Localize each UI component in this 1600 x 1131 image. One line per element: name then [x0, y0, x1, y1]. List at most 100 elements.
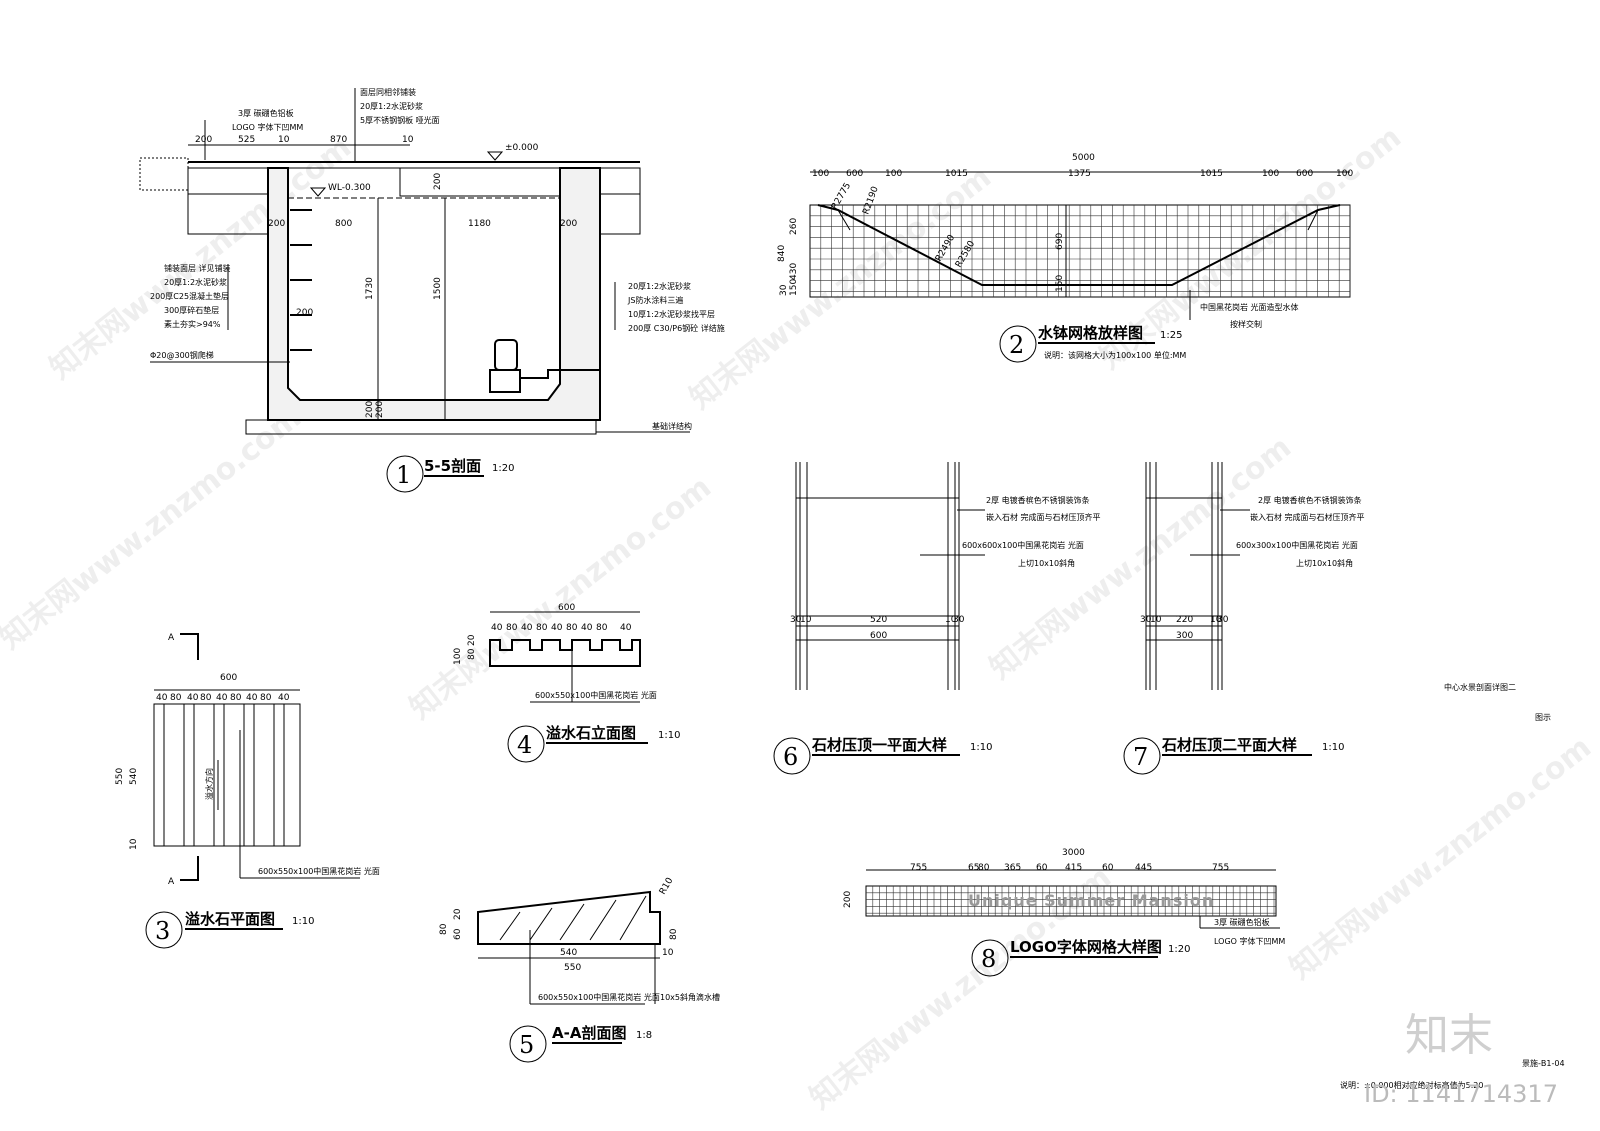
note: 铺装面层 详见铺装 — [164, 263, 231, 273]
dim-text: 80 — [170, 693, 182, 703]
detail-scale: 1:10 — [970, 742, 992, 753]
detail-scale: 1:10 — [658, 730, 680, 741]
note: 2厚 电镀香槟色不锈钢装饰条 — [1258, 495, 1362, 505]
dim-text: 540 — [129, 768, 139, 785]
detail-scale: 1:10 — [292, 916, 314, 927]
dim-text: 80 — [260, 693, 272, 703]
note: 上切10x10斜角 — [1296, 558, 1353, 568]
image-id: ID: 1141714317 — [1364, 1080, 1558, 1108]
detail-2-grid: 5000 100 600 100 1015 1375 1015 100 600 … — [777, 153, 1353, 363]
dim-text: 200 — [843, 891, 853, 908]
detail-6-coping: 30 10 520 10 30 600 2厚 电镀香槟色不锈钢装饰条 嵌入石材 … — [773, 462, 1101, 775]
detail-title: 水钵网格放样图 — [1038, 324, 1143, 342]
dim-text: 1015 — [1200, 169, 1223, 179]
note: LOGO 字体下凹MM — [232, 122, 303, 132]
dim-text: 30 — [1217, 615, 1229, 625]
watermark: 知末网www.znzmo.com — [1283, 730, 1598, 987]
dim-total: 3000 — [1062, 848, 1085, 858]
dim-text: 40 — [581, 623, 593, 633]
note: 10x5斜角滴水槽 — [660, 992, 720, 1002]
dim-text: 40 — [246, 693, 258, 703]
stone-outline — [153, 703, 301, 847]
dim-text: 540 — [560, 948, 577, 958]
dim-text: 40 — [216, 693, 228, 703]
dim-text: 80 — [596, 623, 608, 633]
dim-text: 30 — [790, 615, 802, 625]
dim-text: 870 — [330, 135, 347, 145]
note: 5厚不锈钢钢板 哑光面 — [360, 115, 440, 125]
dim-text: 60 — [453, 928, 463, 940]
footnote: 说明：±0.000相对应绝对标高值为5.20 — [1340, 1080, 1483, 1090]
dim-text: 1500 — [433, 277, 443, 300]
dim-text: 100 — [812, 169, 829, 179]
dim-text: 200 — [560, 219, 577, 229]
dim-text: 690 — [1055, 233, 1065, 250]
dim-text: 60 — [1102, 863, 1114, 873]
dim-text: 1730 — [365, 277, 375, 300]
note: 300厚碎石垫层 — [164, 305, 219, 315]
dim-text: 60 — [1036, 863, 1048, 873]
dim-text: 10 — [402, 135, 414, 145]
dim-text: 80 — [230, 693, 242, 703]
dim-text: 10 — [800, 615, 812, 625]
watermark: 知末网www.znzmo.com — [0, 400, 308, 657]
dim-text: 260 — [789, 218, 799, 235]
dim-text: 525 — [238, 135, 255, 145]
detail-number-circle — [971, 939, 1009, 977]
dim-text: 10 — [129, 838, 139, 850]
dim-text: 840 — [777, 245, 787, 262]
dim-text: 430 — [789, 263, 799, 280]
dim-total: 600 — [220, 673, 237, 683]
detail-number-circle — [145, 911, 183, 949]
detail-8-logo: Unique Summer Mansion 3000 755 65 80 365… — [843, 848, 1285, 977]
section-hatch — [499, 895, 647, 941]
detail-1-section: 200 525 10 870 10 ±0.000 WL-0.300 200 80… — [139, 87, 725, 493]
note: 20厚1:2水泥砂浆 — [628, 281, 691, 291]
dim-text: 10 — [1150, 615, 1162, 625]
dim-text: 600 — [1296, 169, 1313, 179]
dim-text: 40 — [521, 623, 533, 633]
section-mark: A — [168, 633, 175, 643]
note: 上切10x10斜角 — [1018, 558, 1075, 568]
dim-text: 40 — [491, 623, 503, 633]
detail-number-circle — [509, 1025, 547, 1063]
dim-text: 80 — [978, 863, 990, 873]
note: 10厚1:2水泥砂浆找平层 — [628, 309, 715, 319]
legend-label: 图示 — [1535, 713, 1551, 722]
note: 3厚 碳硼色铝板 — [1214, 917, 1270, 927]
dim-text: 80 — [536, 623, 548, 633]
note: 600x550x100中国黑花岗岩 光面 — [538, 992, 660, 1002]
dim-text: 520 — [870, 615, 887, 625]
section-cut — [180, 633, 199, 660]
detail-number-circle — [1123, 737, 1161, 775]
dim-text: 755 — [910, 863, 927, 873]
detail-scale: 1:8 — [636, 1030, 652, 1041]
detail-title: 石材压顶二平面大样 — [1161, 736, 1297, 754]
level-marker-icon — [486, 151, 504, 161]
detail-scale: 1:25 — [1160, 330, 1182, 341]
brand-logo: 知末 — [1405, 1010, 1493, 1061]
radius-text: R2190 — [861, 185, 880, 216]
note: 3厚 碳硼色铝板 — [238, 108, 294, 118]
detail-4-elevation: 600 40 80 40 80 40 80 40 80 40 100 80 20… — [453, 603, 680, 763]
note: 600x300x100中国黑花岗岩 光面 — [1236, 540, 1358, 550]
stone-elevation — [489, 639, 641, 667]
dim-text: 10 — [278, 135, 290, 145]
note: 600x600x100中国黑花岗岩 光面 — [962, 540, 1084, 550]
dim-total: 600 — [558, 603, 575, 613]
dim-total: 300 — [1176, 631, 1193, 641]
grid-lines — [866, 886, 1276, 916]
note: LOGO 字体下凹MM — [1214, 936, 1285, 946]
note: 200厚 C30/P6钢砼 详结施 — [628, 323, 725, 333]
dim-text: 1375 — [1068, 169, 1091, 179]
dim-text: 20 — [467, 634, 477, 646]
detail-title: A-A剖面图 — [552, 1024, 626, 1042]
detail-title: 溢水石立面图 — [546, 724, 636, 742]
dim-text: 600 — [846, 169, 863, 179]
detail-number: 6 — [783, 743, 798, 771]
note: 中国黑花岗岩 光面造型水体 — [1200, 302, 1299, 312]
detail-scale: 1:10 — [1322, 742, 1344, 753]
dim-text: 200 — [268, 219, 285, 229]
dim-text: 10 — [662, 948, 674, 958]
